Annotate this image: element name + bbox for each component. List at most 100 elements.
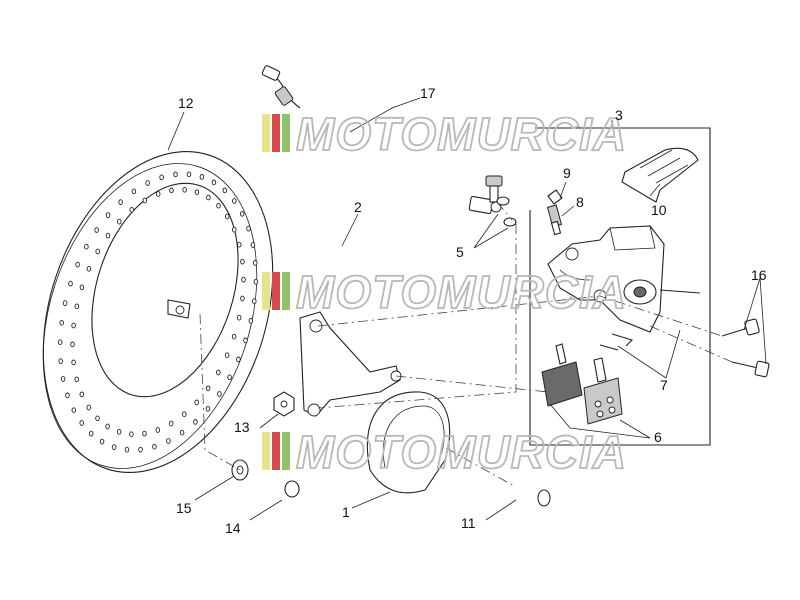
disc-hole <box>71 322 76 329</box>
disc-hole <box>118 199 123 205</box>
disc-hole <box>152 443 157 450</box>
watermark-stripe-green <box>282 272 290 310</box>
brake-disc <box>42 151 274 473</box>
disc-hole <box>74 303 80 310</box>
watermark-stripe-red <box>272 432 280 470</box>
disc-hole <box>224 213 230 220</box>
pad-spring-cover <box>621 147 699 203</box>
disc-hole <box>231 226 237 233</box>
disc-hole <box>99 438 105 445</box>
disc-hole <box>194 399 199 406</box>
disc-hole <box>79 391 85 398</box>
leader-lines <box>167 97 767 521</box>
disc-hole <box>206 194 211 201</box>
disc-hole <box>241 276 246 283</box>
disc-hole <box>186 171 192 178</box>
disc-hole <box>74 376 79 383</box>
disc-hole <box>75 261 80 268</box>
watermark-bottom: MOTOMURCIA <box>262 425 627 479</box>
alignment-lines <box>199 201 733 487</box>
disc-hole <box>159 174 164 181</box>
disc-hole <box>155 427 161 433</box>
callout-10: 10 <box>651 202 667 218</box>
watermark-stripe-yellow <box>262 432 270 470</box>
disc-hole <box>86 265 92 272</box>
disc-hole <box>205 406 211 412</box>
disc-hole <box>71 407 77 414</box>
disc-hole <box>79 284 85 291</box>
caliper-kit-frame <box>529 127 711 446</box>
callout-7: 7 <box>660 377 668 393</box>
banjo-bolt-and-washers <box>485 175 517 227</box>
disc-hole <box>252 298 257 305</box>
disc-hole <box>145 180 150 186</box>
disc-hole <box>227 374 232 381</box>
watermark-stripe-red <box>272 272 280 310</box>
brake-hose <box>261 65 502 252</box>
callout-14: 14 <box>225 520 241 536</box>
disc-hole <box>142 430 147 437</box>
disc-hole <box>205 385 211 392</box>
disc-hole <box>59 319 64 326</box>
brake-pads <box>541 343 623 425</box>
watermark-stripe-green <box>282 114 290 152</box>
disc-hole <box>88 430 94 437</box>
disc-hole <box>199 174 205 180</box>
disc-hole <box>216 202 221 209</box>
callout-8: 8 <box>576 194 584 210</box>
disc-hole <box>58 358 63 364</box>
watermark-stripe-red <box>272 114 280 152</box>
washer <box>231 459 249 481</box>
disc-drilling-holes <box>57 171 259 453</box>
disc-hole <box>129 431 134 438</box>
disc-hole <box>250 242 256 248</box>
disc-hole <box>62 300 68 306</box>
watermark-stripe-green <box>282 432 290 470</box>
disc-hole <box>216 369 221 376</box>
callout-3: 3 <box>615 107 623 123</box>
disc-hole <box>253 278 259 285</box>
watermark-text: MOTOMURCIA <box>296 108 627 160</box>
disc-hole <box>236 314 242 321</box>
disc-hole <box>232 198 237 204</box>
disc-hole <box>142 197 148 204</box>
callout-5: 5 <box>456 244 464 260</box>
disc-hole <box>168 420 174 427</box>
disc-hole <box>95 415 100 422</box>
disc-hole <box>248 318 254 324</box>
disc-hole <box>60 376 66 382</box>
disc-hole <box>169 187 174 194</box>
bracket-nut <box>273 391 295 417</box>
disc-hole <box>71 359 76 366</box>
disc-hole <box>86 404 92 411</box>
disc-screw <box>261 472 300 498</box>
disc-hole <box>240 295 245 302</box>
watermark-stripe-yellow <box>262 114 270 152</box>
bleeder-valve <box>546 189 563 236</box>
disc-hole <box>111 444 117 450</box>
disc-hole <box>222 187 228 194</box>
watermark-top: MOTOMURCIA <box>262 107 627 161</box>
disc-hole <box>236 356 241 363</box>
callout-2: 2 <box>354 199 362 215</box>
watermark-text: MOTOMURCIA <box>296 266 627 318</box>
caliper-bracket <box>299 311 451 494</box>
disc-hole <box>57 339 63 346</box>
callout-15: 15 <box>176 500 192 516</box>
disc-hole <box>155 191 161 197</box>
disc-hole <box>124 446 130 453</box>
disc-hole <box>211 179 217 186</box>
disc-hole <box>131 188 137 195</box>
disc-hole <box>138 446 143 453</box>
disc-hole <box>253 260 258 266</box>
watermark-text: MOTOMURCIA <box>296 426 627 478</box>
disc-hole <box>129 206 134 213</box>
callout-1: 1 <box>342 504 350 520</box>
disc-hole <box>182 411 187 418</box>
callout-17: 17 <box>420 85 436 101</box>
disc-hole <box>84 243 89 250</box>
disc-hole <box>173 171 178 178</box>
disc-hole <box>105 212 111 218</box>
